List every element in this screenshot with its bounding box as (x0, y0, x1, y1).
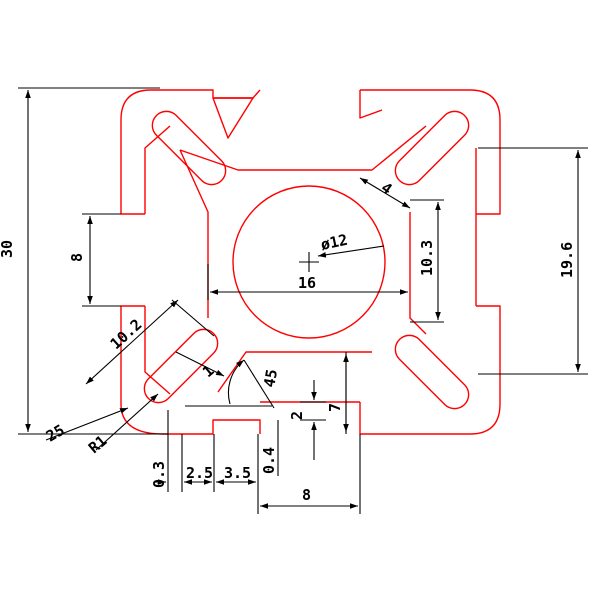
label-center-width: 16 (298, 274, 316, 292)
label-center-diameter: ø12 (319, 231, 349, 254)
dim-angle-25-line (45, 407, 129, 441)
label-overall-height: 30 (0, 240, 16, 258)
label-left-slot: 8 (68, 253, 86, 262)
label-bottom-8: 8 (302, 486, 311, 504)
slot-top-left (151, 110, 227, 186)
label-fillet-r1: R1 (85, 432, 110, 457)
label-wall-03: 0.3 (150, 461, 168, 488)
slot-bottom-right (394, 334, 470, 410)
label-inner-7: 7 (326, 403, 344, 412)
label-angle-25: 25 (43, 421, 68, 446)
profile-center-web (179, 125, 427, 393)
slot-top-right (394, 110, 470, 186)
label-wall-04: 0.4 (260, 447, 278, 474)
dimension-labels: 30 8 16 ø12 4 10.3 19.6 10.2 1 45 25 R1 … (0, 179, 576, 504)
label-right-height: 19.6 (558, 242, 576, 278)
profile-left-slot-lip (144, 125, 171, 395)
label-lip-2: 2 (288, 411, 306, 420)
label-slot-25: 2.5 (186, 464, 213, 482)
label-angle-45: 45 (260, 368, 281, 389)
label-inner-height: 10.3 (418, 240, 436, 276)
dim-r1-leader (95, 393, 159, 451)
dim-angle-45-arc (227, 359, 245, 405)
slot-bottom-left (143, 328, 219, 404)
label-slot-depth: 4 (378, 179, 396, 199)
label-slot-35: 3.5 (224, 464, 251, 482)
profile-strut-tl (212, 97, 254, 139)
dim-diameter-leader (317, 245, 385, 258)
dim-slot-depth-line (359, 177, 411, 209)
dimension-lines (18, 87, 588, 514)
dim-diag-length-line (85, 299, 179, 385)
center-hole (232, 185, 386, 339)
dim-thickness-line (175, 351, 225, 377)
